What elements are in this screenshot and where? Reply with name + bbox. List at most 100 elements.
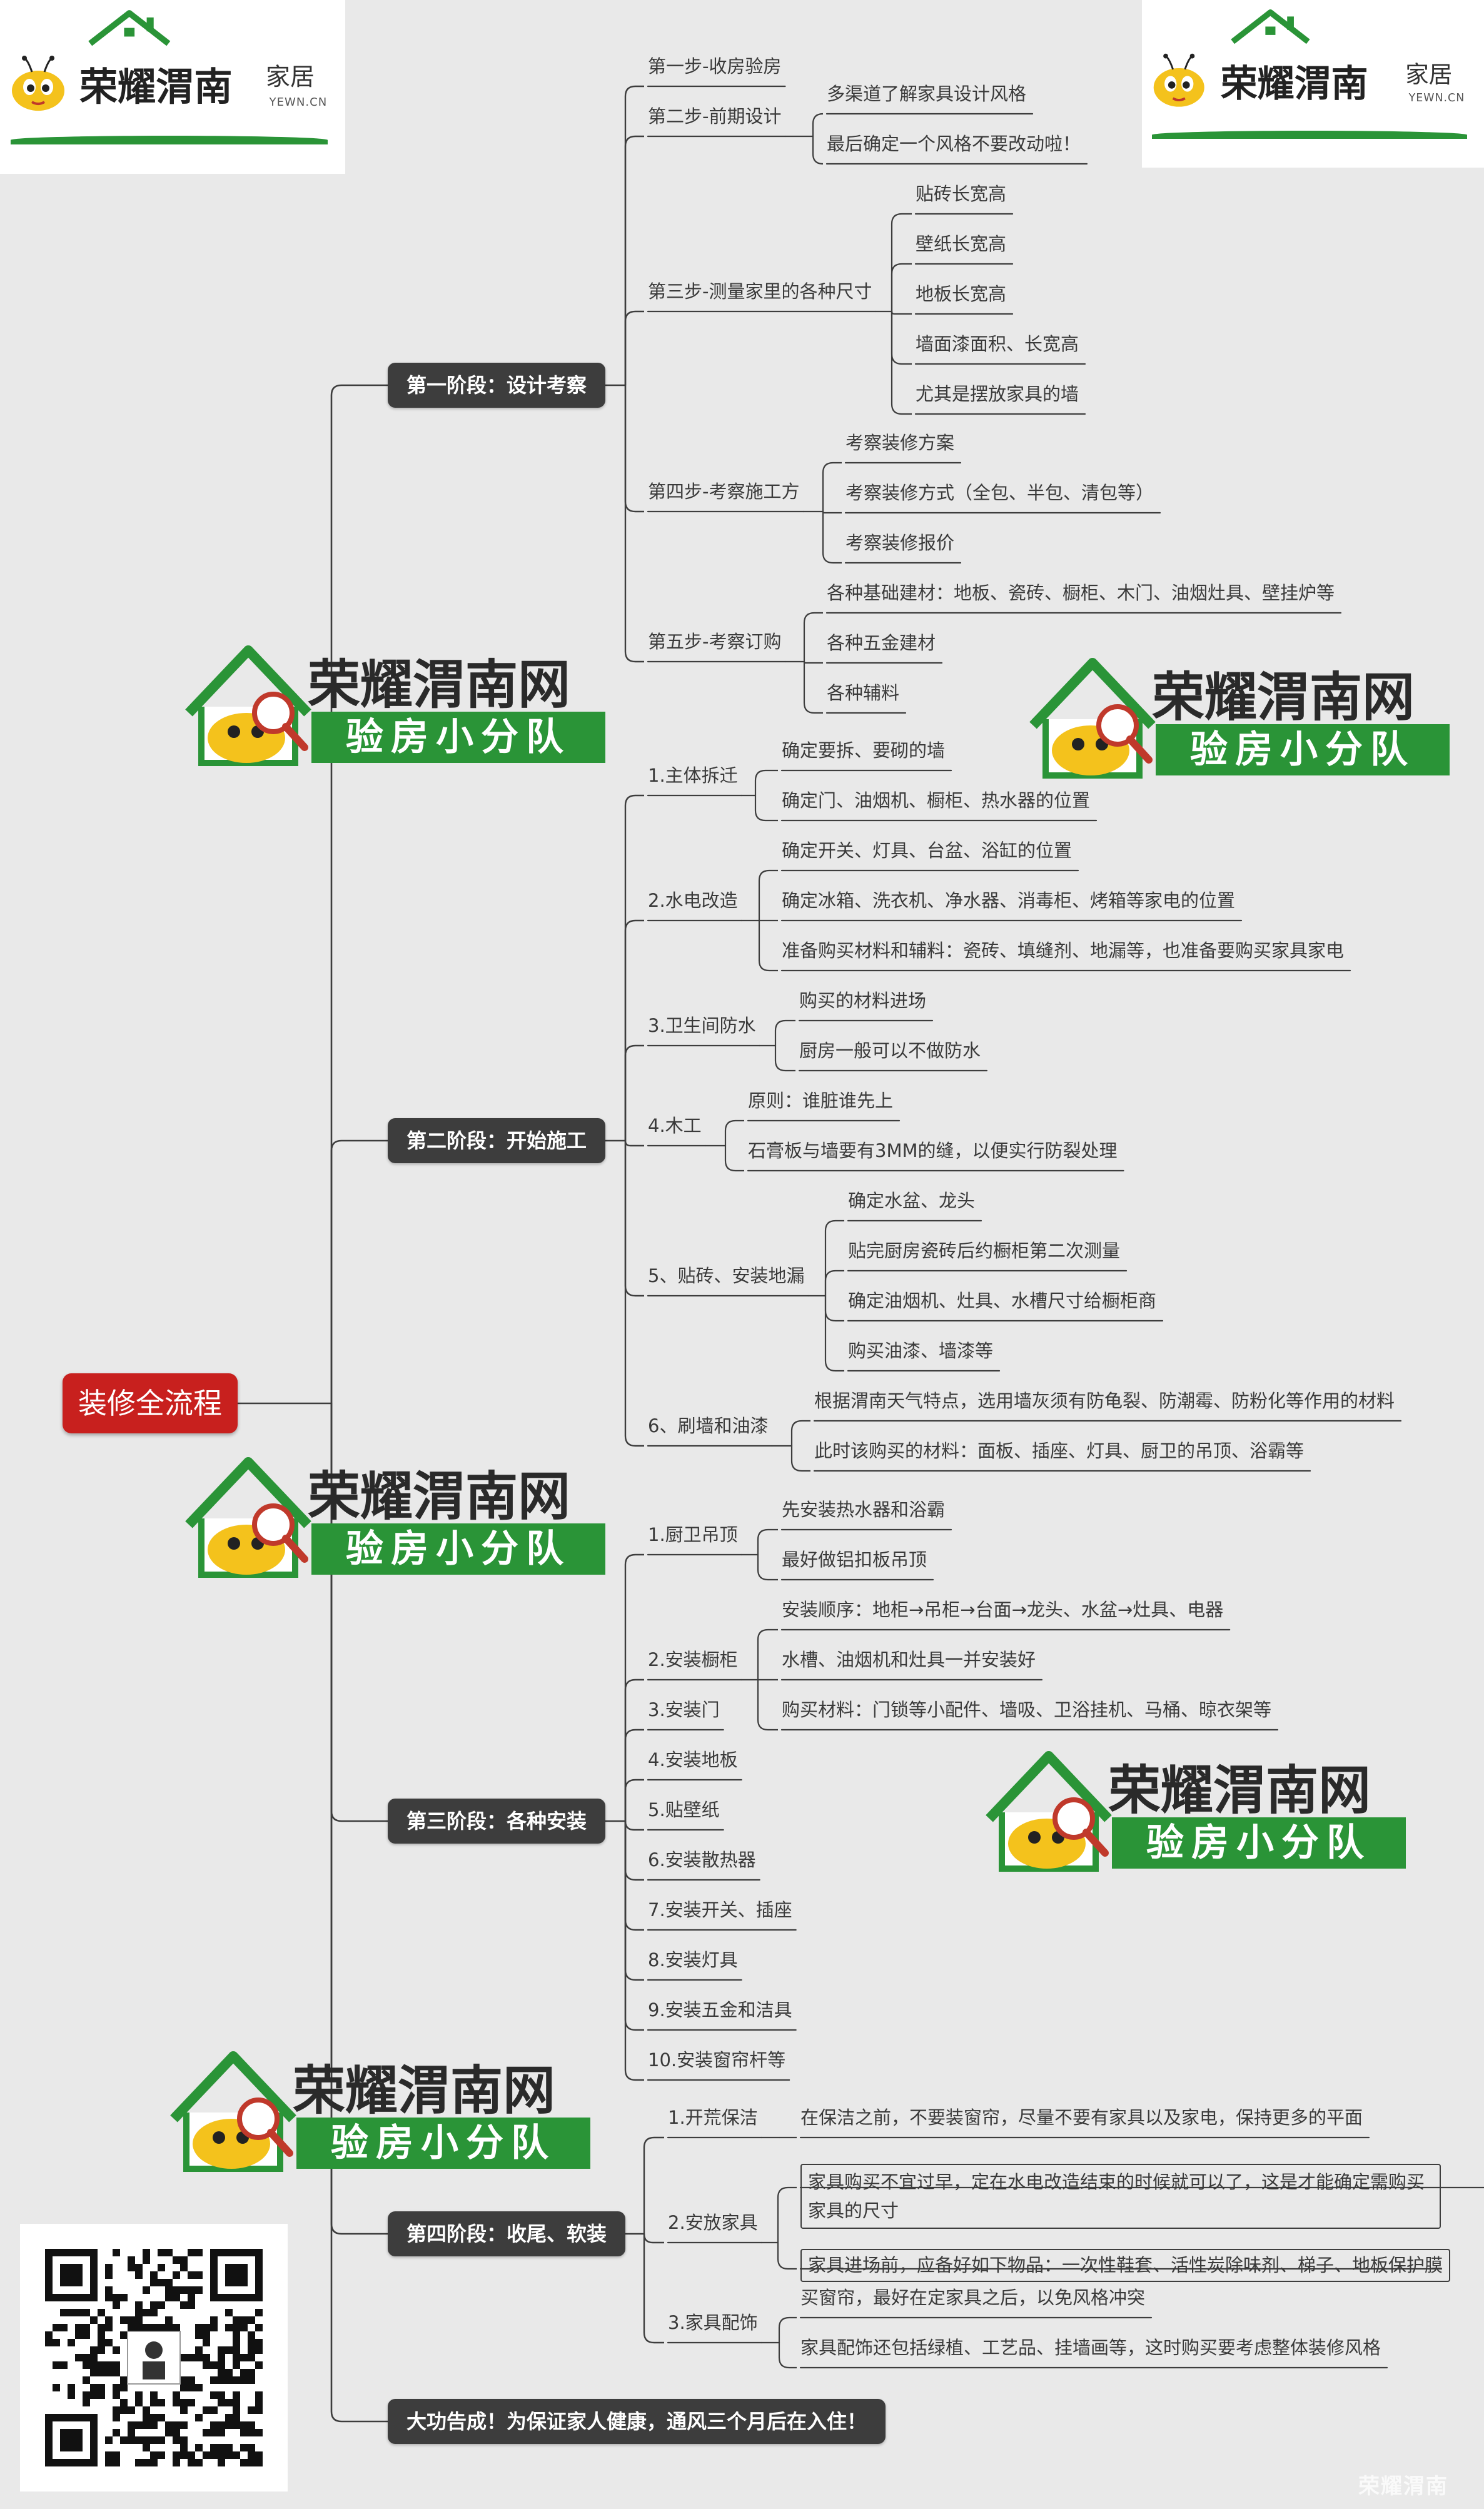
logo-suffix-text: 家居: [1405, 61, 1453, 89]
detail-4-3-2: 家具配饰还包括绿植、工艺品、挂墙画等，这时购买要考虑整体装修风格: [800, 2337, 1381, 2358]
watermark-stamp-2: 荣耀渭南网 验房小分队: [1021, 650, 1458, 788]
detail-2-5-1: 确定水盆、龙头: [848, 1190, 976, 1211]
step-4-2: 2.安放家具: [668, 2212, 758, 2233]
detail-3-2-3: 购买材料：门锁等小配件、墙吸、卫浴挂机、马桶、晾衣架等: [782, 1699, 1272, 1720]
stamp-brand-text: 荣耀渭南网: [308, 654, 571, 715]
detail-1-3-4: 墙面漆面积、长宽高: [916, 333, 1079, 355]
detail-2-2-2: 确定冰箱、洗衣机、净水器、消毒柜、烤箱等家电的位置: [782, 890, 1236, 911]
logo-suffix-text: 家居: [266, 63, 315, 91]
bee-mascot-icon: [12, 56, 65, 111]
bee-mascot-icon: [1153, 54, 1204, 108]
detail-4-1-1: 在保洁之前，不要装窗帘，尽量不要有家具以及家电，保持更多的平面: [800, 2107, 1363, 2128]
detail-2-3-2: 厨房一般可以不做防水: [799, 1040, 981, 1061]
detail-2-2-3: 准备购买材料和辅料：瓷砖、填缝剂、地漏等，也准备要购买家具家电: [782, 940, 1345, 961]
qr-code-image: [45, 2249, 263, 2466]
step-3-9: 9.安装五金和洁具: [648, 1999, 792, 2021]
detail-1-4-2: 考察装修方式（全包、半包、清包等）: [845, 482, 1154, 503]
step-4-3: 3.家具配饰: [668, 2312, 758, 2333]
step-3-2: 2.安装橱柜: [648, 1649, 738, 1670]
logo-brand-text: 荣耀渭南: [1220, 61, 1368, 105]
step-3-7: 7.安装开关、插座: [648, 1899, 792, 1921]
house-roof-icon: [1230, 9, 1310, 44]
stamp-brand-text: 荣耀渭南网: [308, 1466, 571, 1527]
logo-rongyao-jiaju-right: 荣耀渭南 家居 YEWN.CN: [1142, 0, 1484, 168]
detail-1-3-5: 尤其是摆放家具的墙: [916, 383, 1079, 405]
detail-2-1-2: 确定门、油烟机、橱柜、热水器的位置: [782, 790, 1091, 811]
detail-2-5-4: 购买油漆、墙漆等: [848, 1340, 994, 1361]
step-3-5: 5.贴壁纸: [648, 1799, 720, 1820]
detail-2-6-1: 根据渭南天气特点，选用墙灰须有防龟裂、防潮霉、防粉化等作用的材料: [814, 1390, 1395, 1411]
detail-1-5-3: 各种辅料: [827, 682, 900, 704]
step-2-1: 1.主体拆迁: [648, 765, 738, 786]
qr-code: [20, 2224, 288, 2491]
step-2-6: 6、刷墙和油漆: [648, 1415, 769, 1436]
step-3-8: 8.安装灯具: [648, 1949, 738, 1971]
watermark-stamp-3: 荣耀渭南网 验房小分队: [176, 1450, 614, 1587]
stage-4-node: 第四阶段：收尾、软装: [388, 2211, 626, 2256]
detail-2-1-1: 确定要拆、要砌的墙: [782, 740, 946, 761]
stamp-brand-text: 荣耀渭南网: [1152, 667, 1415, 728]
step-1-4: 第四步-考察施工方: [648, 481, 800, 502]
logo-rongyao-jiaju-left: 荣耀渭南 家居 YEWN.CN: [0, 0, 345, 174]
house-bee-icon: [1029, 658, 1156, 779]
stamp-brand-text: 荣耀渭南网: [1108, 1760, 1371, 1821]
stage-2-node: 第二阶段：开始施工: [388, 1118, 606, 1163]
detail-1-5-1: 各种基础建材：地板、瓷砖、橱柜、木门、油烟灶具、壁挂炉等: [827, 582, 1335, 603]
detail-1-2-1: 多渠道了解家具设计风格: [827, 83, 1027, 104]
stamp-brand-text: 荣耀渭南网: [293, 2060, 556, 2121]
detail-1-4-3: 考察装修报价: [845, 532, 955, 553]
step-1-5: 第五步-考察订购: [648, 631, 782, 652]
stage-1-node: 第一阶段：设计考察: [388, 363, 606, 408]
step-4-1: 1.开荒保洁: [668, 2107, 758, 2128]
stage-5-node: 大功告成！为保证家人健康，通风三个月后在入住！: [388, 2399, 886, 2444]
stage-3-node: 第三阶段：各种安装: [388, 1799, 606, 1844]
step-2-5: 5、贴砖、安装地漏: [648, 1265, 805, 1286]
detail-3-1-2: 最好做铝扣板吊顶: [782, 1549, 927, 1570]
step-2-2: 2.水电改造: [648, 890, 738, 911]
detail-2-2-1: 确定开关、灯具、台盆、浴缸的位置: [782, 840, 1073, 861]
step-3-4: 4.安装地板: [648, 1749, 738, 1770]
detail-2-5-3: 确定油烟机、灶具、水槽尺寸给橱柜商: [848, 1290, 1157, 1311]
logo-brand-text: 荣耀渭南: [79, 64, 233, 109]
step-2-3: 3.卫生间防水: [648, 1015, 756, 1036]
detail-2-5-2: 贴完厨房瓷砖后约橱柜第二次测量: [848, 1240, 1121, 1261]
detail-3-1-1: 先安装热水器和浴霸: [782, 1499, 946, 1520]
detail-1-5-2: 各种五金建材: [827, 632, 936, 654]
step-3-3: 3.安装门: [648, 1699, 720, 1720]
stamp-team-text: 验房小分队: [311, 1523, 605, 1575]
step-3-6: 6.安装散热器: [648, 1849, 756, 1870]
house-bee-icon: [185, 645, 311, 766]
step-1-2: 第二步-前期设计: [648, 106, 782, 127]
stamp-team-text: 验房小分队: [296, 2118, 590, 2169]
detail-1-3-2: 壁纸长宽高: [916, 233, 1007, 255]
detail-1-3-3: 地板长宽高: [916, 283, 1007, 305]
watermark-stamp-4: 荣耀渭南网 验房小分队: [977, 1744, 1415, 1881]
detail-1-4-1: 考察装修方案: [845, 432, 955, 453]
stamp-team-text: 验房小分队: [1112, 1817, 1406, 1869]
house-bee-icon: [986, 1751, 1112, 1872]
step-1-1: 第一步-收房验房: [648, 56, 782, 77]
step-3-1: 1.厨卫吊顶: [648, 1524, 738, 1545]
stamp-team-text: 验房小分队: [311, 712, 605, 763]
house-bee-icon: [185, 1457, 311, 1578]
detail-2-4-1: 原则：谁脏谁先上: [748, 1090, 894, 1111]
detail-4-2-1: 家具购买不宜过早，定在水电改造结束的时候就可以了，这是才能确定需购买家具的尺寸: [800, 2164, 1441, 2229]
detail-3-2-2: 水槽、油烟机和灶具一并安装好: [782, 1649, 1036, 1670]
stamp-team-text: 验房小分队: [1156, 724, 1450, 775]
detail-1-3-1: 贴砖长宽高: [916, 183, 1007, 204]
step-3-10: 10.安装窗帘杆等: [648, 2049, 786, 2071]
detail-2-6-2: 此时该购买的材料：面板、插座、灯具、厨卫的吊顶、浴霸等: [814, 1440, 1305, 1461]
watermark-stamp-5: 荣耀渭南网 验房小分队: [161, 2044, 599, 2181]
house-bee-icon: [170, 2051, 296, 2172]
logo-url-text: YEWN.CN: [1408, 92, 1465, 105]
detail-2-4-2: 石膏板与墙要有3MM的缝，以便实行防裂处理: [748, 1140, 1118, 1161]
watermark-text: 荣耀渭南: [1358, 2474, 1448, 2499]
detail-1-2-2: 最后确定一个风格不要改动啦！: [827, 133, 1081, 154]
watermark-stamp-1: 荣耀渭南网 验房小分队: [176, 638, 614, 775]
step-1-3: 第三步-测量家里的各种尺寸: [648, 281, 872, 302]
logo-url-text: YEWN.CN: [269, 95, 328, 109]
detail-3-2-1: 安装顺序：地柜→吊柜→台面→龙头、水盆→灶具、电器: [782, 1599, 1224, 1620]
step-2-4: 4.木工: [648, 1115, 702, 1136]
